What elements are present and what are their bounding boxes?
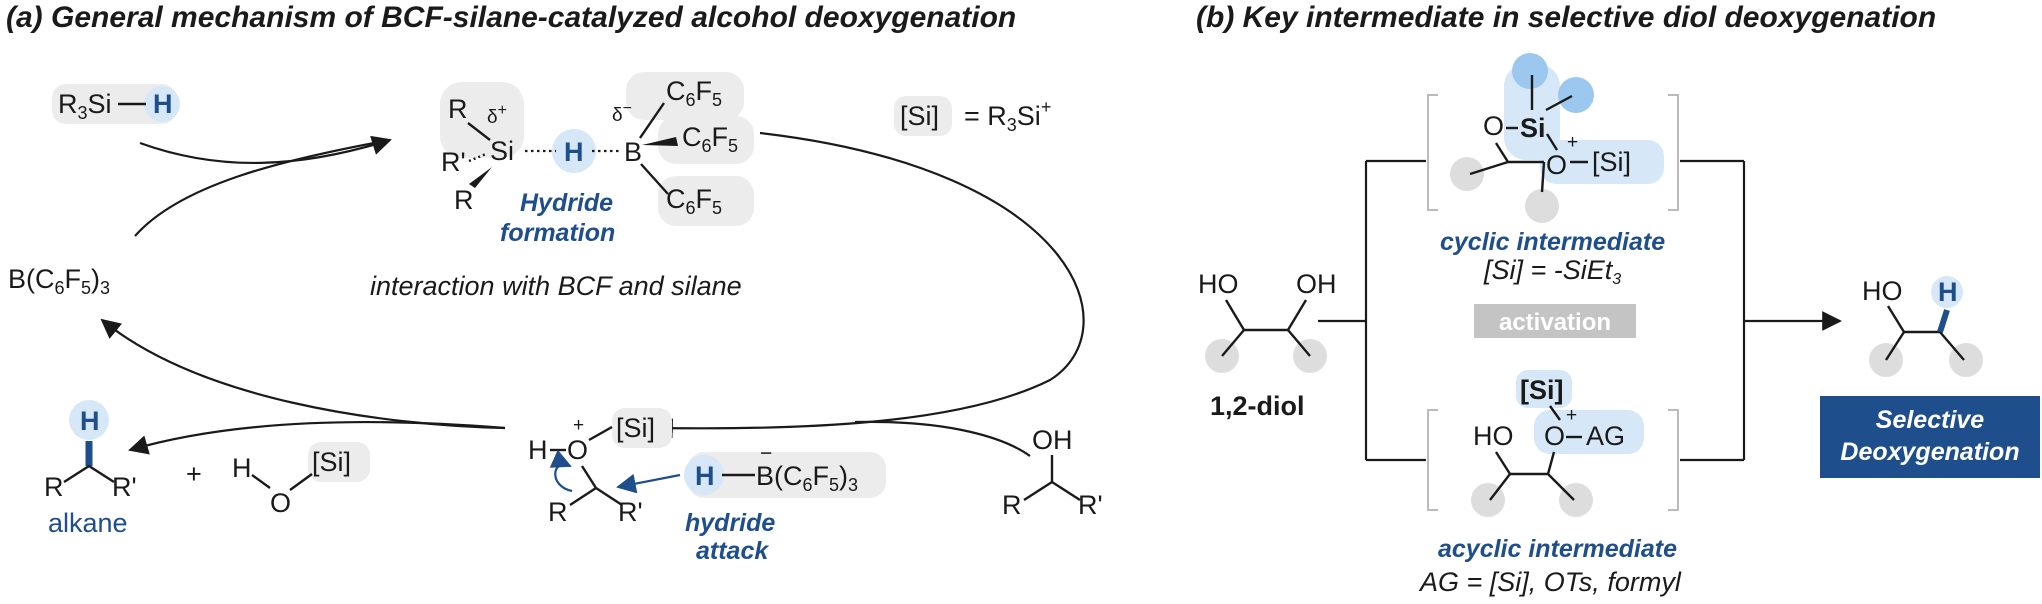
alcohol-entry-arrow xyxy=(854,420,1031,457)
svg-text:−: − xyxy=(760,442,772,465)
svg-text:O: O xyxy=(567,435,588,465)
silanol-product: H O [Si] xyxy=(232,442,370,518)
diol-label: 1,2-diol xyxy=(1210,391,1305,421)
svg-text:R': R' xyxy=(618,497,643,527)
svg-text:OH: OH xyxy=(1296,269,1337,299)
svg-text:+: + xyxy=(573,415,584,436)
svg-text:HO: HO xyxy=(1862,276,1903,306)
svg-text:H: H xyxy=(564,137,584,167)
svg-text:R: R xyxy=(448,94,468,124)
panel-b-title: (b) Key intermediate in selective diol d… xyxy=(1196,1,1936,34)
acyclic-label: acyclic intermediate xyxy=(1438,535,1677,563)
result-box xyxy=(1820,396,2040,478)
bcf-to-complex-arrow xyxy=(134,138,391,237)
svg-text:[Si]: [Si] xyxy=(900,101,939,131)
svg-text:R: R xyxy=(548,497,568,527)
svg-text:O: O xyxy=(1546,150,1567,180)
silane-to-complex-arrow xyxy=(139,135,392,165)
oxonium-to-bcf-arrow xyxy=(100,318,506,430)
svg-text:[Si]: [Si] xyxy=(1520,375,1564,405)
hydride-formation-label-2: formation xyxy=(500,219,615,247)
svg-text:alkane: alkane xyxy=(48,508,128,538)
borohydride: H B(C6F5)3 − xyxy=(684,442,886,498)
plus-sign: + xyxy=(186,459,202,489)
svg-text:R': R' xyxy=(112,472,137,502)
complex-to-oxonium-arrow xyxy=(653,131,1085,439)
svg-text:H: H xyxy=(1938,277,1958,307)
result-label-2: Deoxygenation xyxy=(1840,438,2019,466)
cyclic-note: [Si] = -SiEt3 xyxy=(1483,255,1621,288)
svg-text:Si: Si xyxy=(1520,113,1546,143)
acyclic-intermediate: [Si] O + AG HO xyxy=(1471,370,1644,517)
svg-text:B: B xyxy=(624,137,642,167)
svg-text:+: + xyxy=(1567,132,1578,153)
svg-text:H: H xyxy=(232,453,252,483)
activation-label: activation xyxy=(1499,309,1611,336)
svg-text:[Si]: [Si] xyxy=(312,447,351,477)
svg-text:+: + xyxy=(1566,405,1577,426)
hydride-formation-label-1: Hydride xyxy=(520,189,613,217)
diol-substrate: HO OH xyxy=(1198,269,1337,373)
svg-text:R': R' xyxy=(441,147,466,177)
hydride-attack-label-2: attack xyxy=(696,537,769,565)
si-definition: [Si] = R3Si+ xyxy=(894,96,1051,136)
alcohol-substrate: OH R R' xyxy=(1002,425,1103,520)
hydride-attack-arrow xyxy=(616,473,681,494)
svg-text:O: O xyxy=(1544,421,1565,451)
svg-text:OH: OH xyxy=(1032,425,1073,455)
svg-text:H: H xyxy=(80,406,100,436)
svg-text:O: O xyxy=(270,488,291,518)
result-label-1: Selective xyxy=(1876,406,1985,434)
svg-text:R': R' xyxy=(1078,490,1103,520)
brackets xyxy=(1427,94,1679,511)
svg-text:[Si]: [Si] xyxy=(1592,147,1631,177)
svg-text:H: H xyxy=(153,89,173,119)
cyclic-label: cyclic intermediate xyxy=(1440,228,1665,256)
deoxygenated-product: HO H xyxy=(1862,276,1983,377)
svg-text:H: H xyxy=(528,435,548,465)
svg-text:[Si]: [Si] xyxy=(616,413,655,443)
svg-text:R: R xyxy=(1002,490,1022,520)
svg-text:R: R xyxy=(454,185,474,215)
svg-text:δ−: δ− xyxy=(612,100,632,126)
svg-text:HO: HO xyxy=(1198,269,1239,299)
panel-a-title: (a) General mechanism of BCF-silane-cata… xyxy=(6,1,1016,34)
svg-text:AG: AG xyxy=(1586,421,1625,451)
svg-text:R: R xyxy=(44,472,64,502)
silane-reagent: R3Si H xyxy=(52,84,180,124)
svg-text:Si: Si xyxy=(490,136,514,166)
hydride-attack-label-1: hydride xyxy=(685,509,775,537)
silane-bcf-complex: R δ+ R' Si R H B δ− C6F5 C6F5 C6F5 xyxy=(440,72,754,226)
alkane-product: H R R' alkane xyxy=(44,400,137,538)
interaction-label: interaction with BCF and silane xyxy=(370,271,742,301)
svg-text:= R3Si+: = R3Si+ xyxy=(964,97,1051,135)
to-products-arrow xyxy=(128,421,506,455)
activation-badge xyxy=(1474,304,1636,338)
svg-text:O: O xyxy=(1483,111,1504,141)
acyclic-note: AG = [Si], OTs, formyl xyxy=(1418,567,1682,597)
branch-lines xyxy=(1318,159,1746,462)
oxonium-intermediate: H O + [Si] R R' xyxy=(528,408,672,527)
svg-text:HO: HO xyxy=(1473,421,1514,451)
svg-text:H: H xyxy=(695,461,715,491)
bcf-catalyst: B(C6F5)3 xyxy=(8,264,110,298)
cyclic-intermediate: O Si O + [Si] xyxy=(1450,53,1664,223)
